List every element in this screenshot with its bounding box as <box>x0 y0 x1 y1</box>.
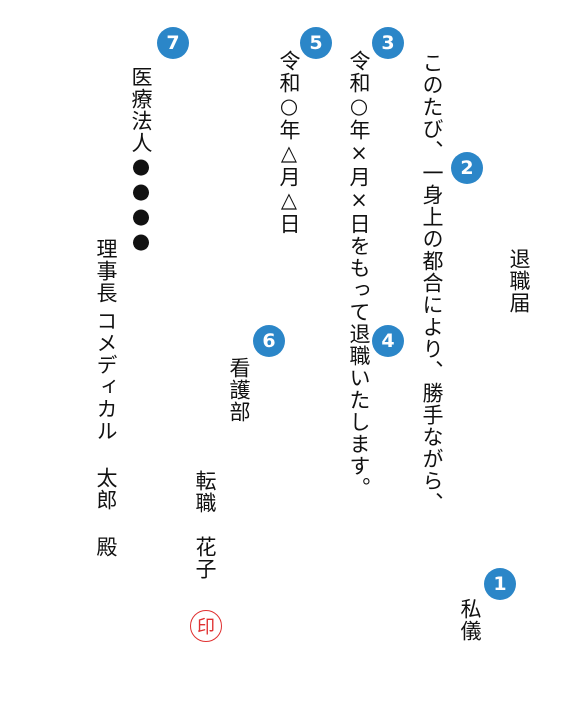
seal-stamp: 印 <box>190 610 222 642</box>
annotation-badge-4: 4 <box>372 325 404 357</box>
employee-name: 転職 花子 <box>193 470 217 580</box>
department: 看護部 <box>227 357 251 423</box>
recipient-name: コメディカル 太郎 殿 <box>94 310 118 558</box>
recipient-organization: 医療法人●●●● <box>129 66 153 254</box>
annotation-badge-5: 5 <box>300 27 332 59</box>
annotation-badge-2: 2 <box>451 152 483 184</box>
annotation-badge-6: 6 <box>253 325 285 357</box>
opening-line: 私儀 <box>458 598 482 642</box>
body-line-1: このたび、一身上の都合により、勝手ながら、 <box>420 52 444 514</box>
annotation-badge-7: 7 <box>157 27 189 59</box>
annotation-badge-1: 1 <box>484 568 516 600</box>
submission-date: 令和○年△月△日 <box>277 50 301 235</box>
recipient-title: 理事長 <box>94 238 118 304</box>
document-title: 退職届 <box>507 248 531 314</box>
annotation-badge-3: 3 <box>372 27 404 59</box>
body-line-2: 令和○年×月×日をもって退職いたします。 <box>347 50 371 499</box>
